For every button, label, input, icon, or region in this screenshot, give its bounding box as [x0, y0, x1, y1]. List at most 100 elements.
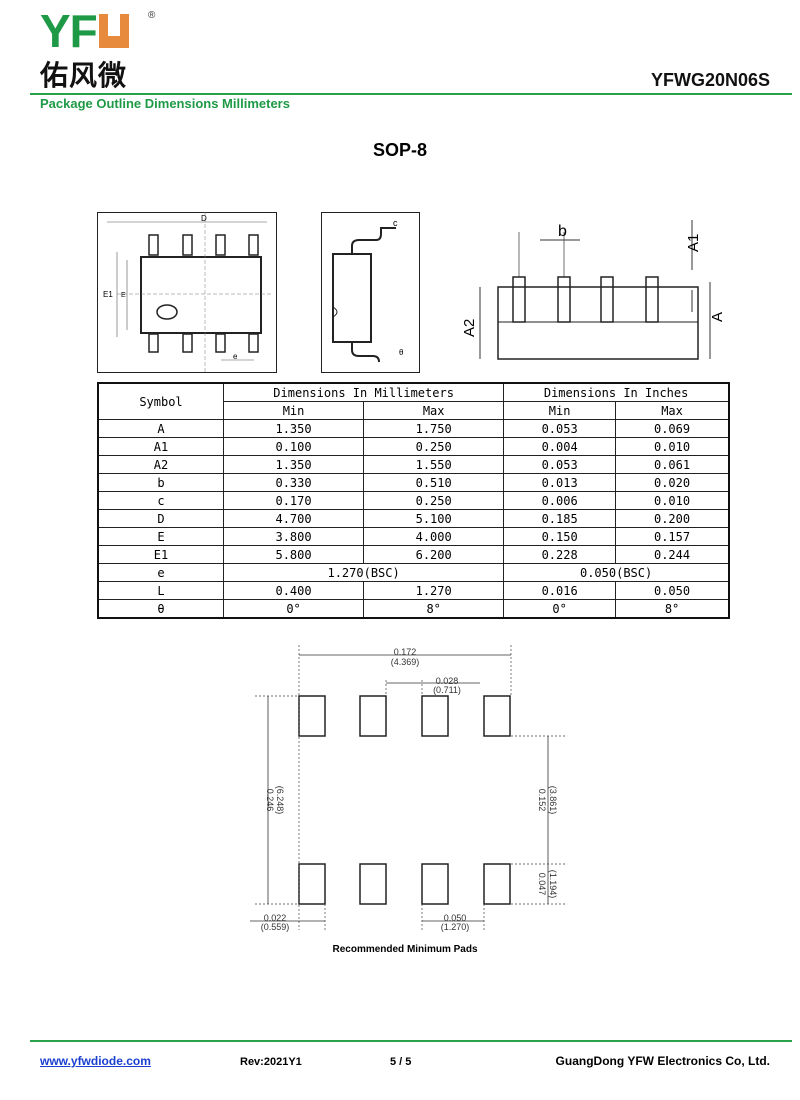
mm-max-cell: 0.250 [363, 437, 505, 456]
top-view-drawing: D E1 E e [97, 212, 277, 373]
in-min-cell: 0.006 [503, 491, 617, 510]
mm-min-cell: 1.350 [222, 455, 365, 474]
label-A1: A1 [685, 234, 702, 252]
mm-max-cell: 6.200 [363, 545, 505, 564]
pad-gap-in: 0.028 [436, 676, 459, 686]
mm-max-header: Max [363, 401, 505, 420]
mm-min-cell: 0.400 [222, 581, 365, 600]
mm-min-cell: 4.700 [222, 509, 365, 528]
company-name: GuangDong YFW Electronics Co, Ltd. [555, 1054, 770, 1068]
dimensions-table: Symbol Dimensions In Millimeters Dimensi… [97, 382, 730, 619]
pad-length-mm: (1.194) [548, 870, 558, 899]
mm-max-cell: 8° [363, 599, 505, 619]
mm-max-cell: 0.510 [363, 473, 505, 492]
in-max-cell: 0.061 [615, 455, 730, 474]
pad-width-in: 0.022 [264, 913, 287, 923]
in-max-cell: 0.200 [615, 509, 730, 528]
pad-length-in: 0.047 [537, 873, 547, 896]
in-max-cell: 0.050 [615, 581, 730, 600]
symbol-cell: A [97, 419, 224, 438]
label-c: c [393, 218, 398, 228]
in-min-cell: 0.053 [503, 455, 617, 474]
mm-min-cell: 3.800 [222, 527, 365, 546]
mm-min-cell: 0.100 [222, 437, 365, 456]
pads-caption: Recommended Minimum Pads [332, 944, 477, 955]
in-max-cell: 8° [615, 599, 730, 619]
page-number: 5 / 5 [390, 1056, 412, 1068]
mm-value-cell: 1.270(BSC) [222, 563, 505, 582]
in-min-cell: 0.016 [503, 581, 617, 600]
recommended-pads-drawing: 0.172 (4.369) 0.028 (0.711) 0.022 (0.559… [250, 645, 565, 955]
symbol-header: Symbol [97, 382, 224, 420]
label-E: E [121, 292, 126, 299]
in-min-cell: 0.004 [503, 437, 617, 456]
mm-min-header: Min [222, 401, 365, 420]
symbol-cell: c [97, 491, 224, 510]
in-min-cell: 0.228 [503, 545, 617, 564]
mm-max-cell: 5.100 [363, 509, 505, 528]
symbol-cell: L [97, 581, 224, 600]
pad-width-mm: (0.559) [261, 922, 290, 932]
pad-height-in: 0.246 [265, 789, 275, 812]
in-max-cell: 0.010 [615, 437, 730, 456]
mm-min-cell: 5.800 [222, 545, 365, 564]
pad-pitch-in: 0.050 [444, 913, 467, 923]
mm-min-cell: 0° [222, 599, 365, 619]
mm-max-cell: 0.250 [363, 491, 505, 510]
footer-divider [30, 1040, 792, 1042]
inch-header: Dimensions In Inches [503, 382, 730, 402]
in-min-cell: 0° [503, 599, 617, 619]
pad-inner-mm: (3.861) [548, 786, 558, 815]
mm-max-cell: 1.270 [363, 581, 505, 600]
mm-max-cell: 1.750 [363, 419, 505, 438]
in-min-cell: 0.053 [503, 419, 617, 438]
pad-span-mm: (4.369) [391, 657, 420, 667]
symbol-cell: A1 [97, 437, 224, 456]
symbol-cell: A2 [97, 455, 224, 474]
package-title: SOP-8 [372, 140, 428, 160]
website-link[interactable]: www.yfwdiode.com [40, 1054, 151, 1068]
in-min-cell: 0.185 [503, 509, 617, 528]
in-max-header: Max [615, 401, 730, 420]
inch-value-cell: 0.050(BSC) [503, 563, 730, 582]
mm-min-cell: 1.350 [222, 419, 365, 438]
part-number: YFWG20N06S [650, 70, 770, 90]
symbol-cell: D [97, 509, 224, 528]
label-E1: E1 [103, 290, 113, 299]
mm-min-cell: 0.330 [222, 473, 365, 492]
logo-chinese: 佑风微 [40, 59, 128, 92]
mm-max-cell: 1.550 [363, 455, 505, 474]
front-view-drawing: b A1 A A2 [461, 220, 726, 360]
pad-span-in: 0.172 [394, 647, 417, 657]
symbol-cell: E1 [97, 545, 224, 564]
label-A: A [709, 312, 726, 322]
symbol-cell: e [97, 563, 224, 582]
pad-gap-mm: (0.711) [433, 685, 461, 695]
section-subtitle: Package Outline Dimensions Millimeters [40, 96, 290, 111]
in-max-cell: 0.244 [615, 545, 730, 564]
pad-inner-in: 0.152 [537, 789, 547, 812]
revision: Rev:2021Y1 [240, 1056, 302, 1068]
pads [298, 695, 511, 905]
in-max-cell: 0.020 [615, 473, 730, 492]
in-max-cell: 0.010 [615, 491, 730, 510]
mm-max-cell: 4.000 [363, 527, 505, 546]
mm-min-cell: 0.170 [222, 491, 365, 510]
symbol-cell: E [97, 527, 224, 546]
pad-pitch-mm: (1.270) [441, 922, 470, 932]
in-max-cell: 0.157 [615, 527, 730, 546]
header-divider [30, 93, 792, 95]
symbol-cell: b [97, 473, 224, 492]
mm-header: Dimensions In Millimeters [222, 382, 505, 402]
